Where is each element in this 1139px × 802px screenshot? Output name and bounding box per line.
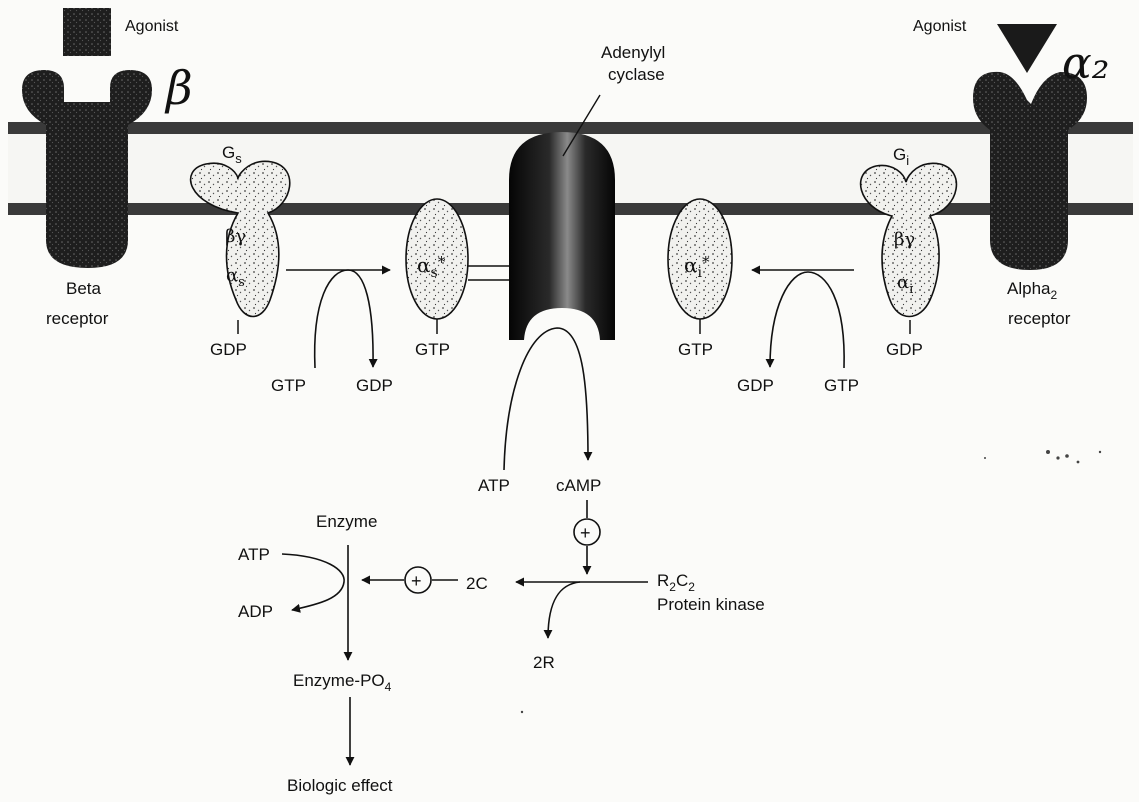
gdp-gs-label: GDP <box>210 340 247 359</box>
gi-activation-arrows <box>752 270 854 368</box>
gs-activation-arrows <box>286 270 390 368</box>
protein-kinase-label: Protein kinase <box>657 595 765 614</box>
gdp-out-left-label: GDP <box>356 376 393 395</box>
beta-gamma-left-label: βγ <box>225 226 246 247</box>
adenylyl-label: Adenylyl <box>601 43 665 62</box>
beta-receptor-label-1: Beta <box>66 279 102 298</box>
gtp-alpha-s-label: GTP <box>415 340 450 359</box>
enzyme-po4-label: Enzyme-PO4 <box>293 671 392 694</box>
alpha2-receptor-label-2: receptor <box>1008 309 1071 328</box>
adenylyl-cyclase-shape <box>509 132 615 340</box>
kinase-plus-sign: + <box>411 571 422 591</box>
biologic-effect-label: Biologic effect <box>287 776 393 795</box>
gdp-gi-label: GDP <box>886 340 923 359</box>
alpha-agonist-triangle <box>997 24 1057 73</box>
beta-gamma-right-label: βγ <box>894 229 915 250</box>
beta-handwritten-label: β <box>164 61 193 115</box>
beta-receptor-label-2: receptor <box>46 309 109 328</box>
camp-synthesis-arrow <box>504 328 588 470</box>
atp-cyclase-label: ATP <box>478 476 510 495</box>
gdp-out-right-label: GDP <box>737 376 774 395</box>
camp-label: cAMP <box>556 476 601 495</box>
atp-enzyme-label: ATP <box>238 545 270 564</box>
gtp-in-left-label: GTP <box>271 376 306 395</box>
gtp-in-right-label: GTP <box>824 376 859 395</box>
two-r-label: 2R <box>533 653 555 672</box>
two-c-label: 2C <box>466 574 488 593</box>
alpha2-handwritten-label: α₂ <box>1062 38 1109 89</box>
cyclase-label: cyclase <box>608 65 665 84</box>
camp-plus-sign: + <box>580 523 591 543</box>
agonist-right-label: Agonist <box>913 18 967 35</box>
enzyme-label: Enzyme <box>316 512 377 531</box>
adp-label: ADP <box>238 602 273 621</box>
alpha-i-active-shape <box>668 199 732 319</box>
beta-agonist-square <box>63 8 111 56</box>
alpha2-receptor-label-1: Alpha2 <box>1007 279 1057 302</box>
gtp-alpha-i-label: GTP <box>678 340 713 359</box>
r2c2-label: R2C2 <box>657 571 695 594</box>
agonist-left-label: Agonist <box>125 18 179 35</box>
